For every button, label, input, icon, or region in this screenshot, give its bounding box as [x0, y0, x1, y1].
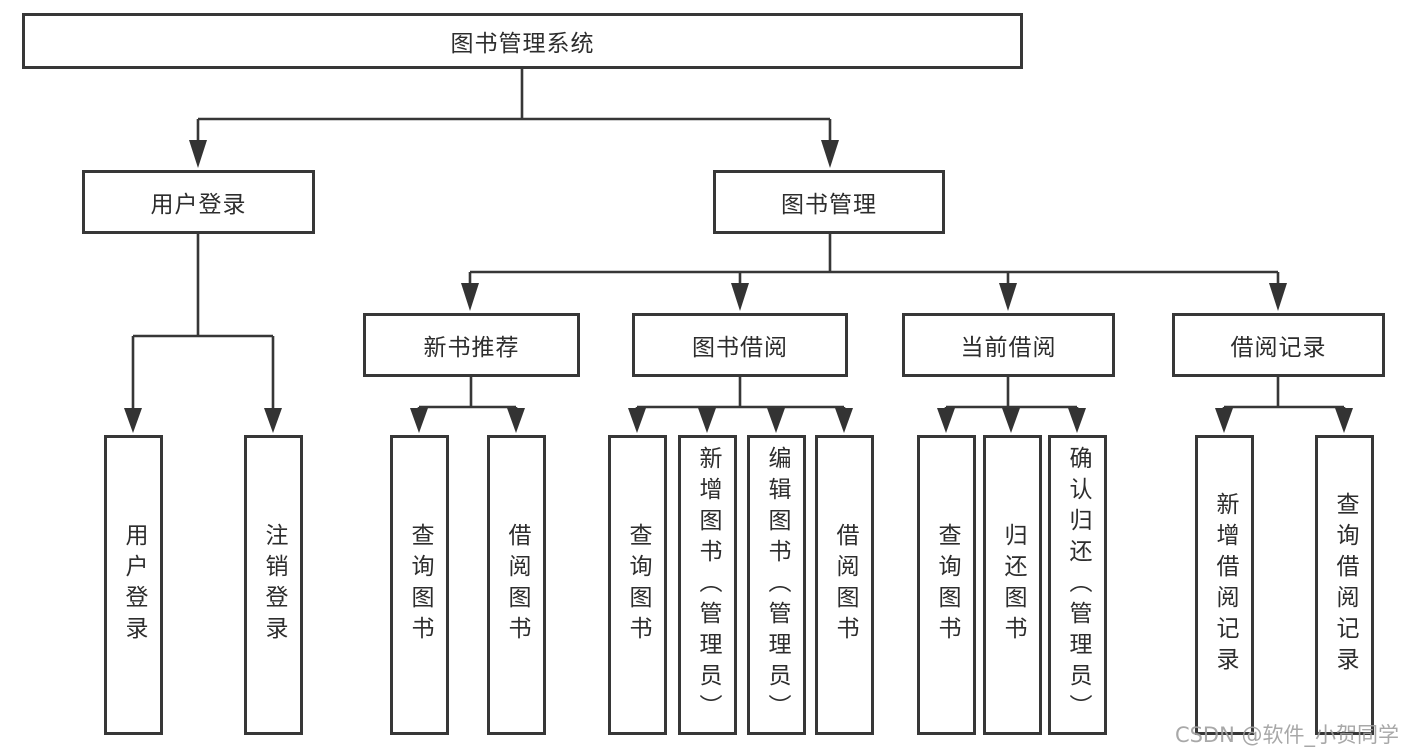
- leaf-label: 归还图书: [1000, 523, 1026, 647]
- node-new-book-recommend: 新书推荐: [363, 313, 580, 377]
- leaf-label: 新增借阅记录: [1212, 492, 1238, 678]
- leaf-confirm-return-admin: 确认归还（管理员）: [1048, 435, 1107, 735]
- leaf-add-borrow-record: 新增借阅记录: [1195, 435, 1254, 735]
- leaf-return-books: 归还图书: [983, 435, 1042, 735]
- leaf-add-books-admin: 新增图书（管理员）: [678, 435, 737, 735]
- leaf-edit-books-admin: 编辑图书（管理员）: [747, 435, 806, 735]
- node-user-login: 用户登录: [82, 170, 315, 234]
- leaf-logout: 注销登录: [244, 435, 303, 735]
- node-current-borrowing: 当前借阅: [902, 313, 1115, 377]
- leaf-label: 编辑图书（管理员）: [764, 445, 790, 725]
- leaf-label: 查询图书: [407, 523, 433, 647]
- leaf-label: 确认归还（管理员）: [1065, 445, 1091, 725]
- csdn-watermark: CSDN @软件_小贺同学: [1174, 723, 1399, 747]
- leaf-query-books-current: 查询图书: [917, 435, 976, 735]
- leaf-user-login: 用户登录: [104, 435, 163, 735]
- leaf-label: 新增图书（管理员）: [695, 445, 721, 725]
- leaf-query-books-recommend: 查询图书: [390, 435, 449, 735]
- leaf-label: 查询借阅记录: [1332, 492, 1358, 678]
- leaf-label: 查询图书: [934, 523, 960, 647]
- leaf-borrow-books-recommend: 借阅图书: [487, 435, 546, 735]
- leaf-label: 用户登录: [121, 523, 147, 647]
- node-book-management: 图书管理: [713, 170, 945, 234]
- leaf-query-books-borrowing: 查询图书: [608, 435, 667, 735]
- leaf-query-borrow-record: 查询借阅记录: [1315, 435, 1374, 735]
- node-borrowing-records: 借阅记录: [1172, 313, 1385, 377]
- leaf-label: 借阅图书: [832, 523, 858, 647]
- node-book-borrowing: 图书借阅: [632, 313, 848, 377]
- leaf-label: 借阅图书: [504, 523, 530, 647]
- arrow-down-icons: [124, 140, 1353, 433]
- node-book-management-system: 图书管理系统: [22, 13, 1023, 69]
- leaf-label: 注销登录: [261, 523, 287, 647]
- leaf-label: 查询图书: [625, 523, 651, 647]
- leaf-borrow-books-borrowing: 借阅图书: [815, 435, 874, 735]
